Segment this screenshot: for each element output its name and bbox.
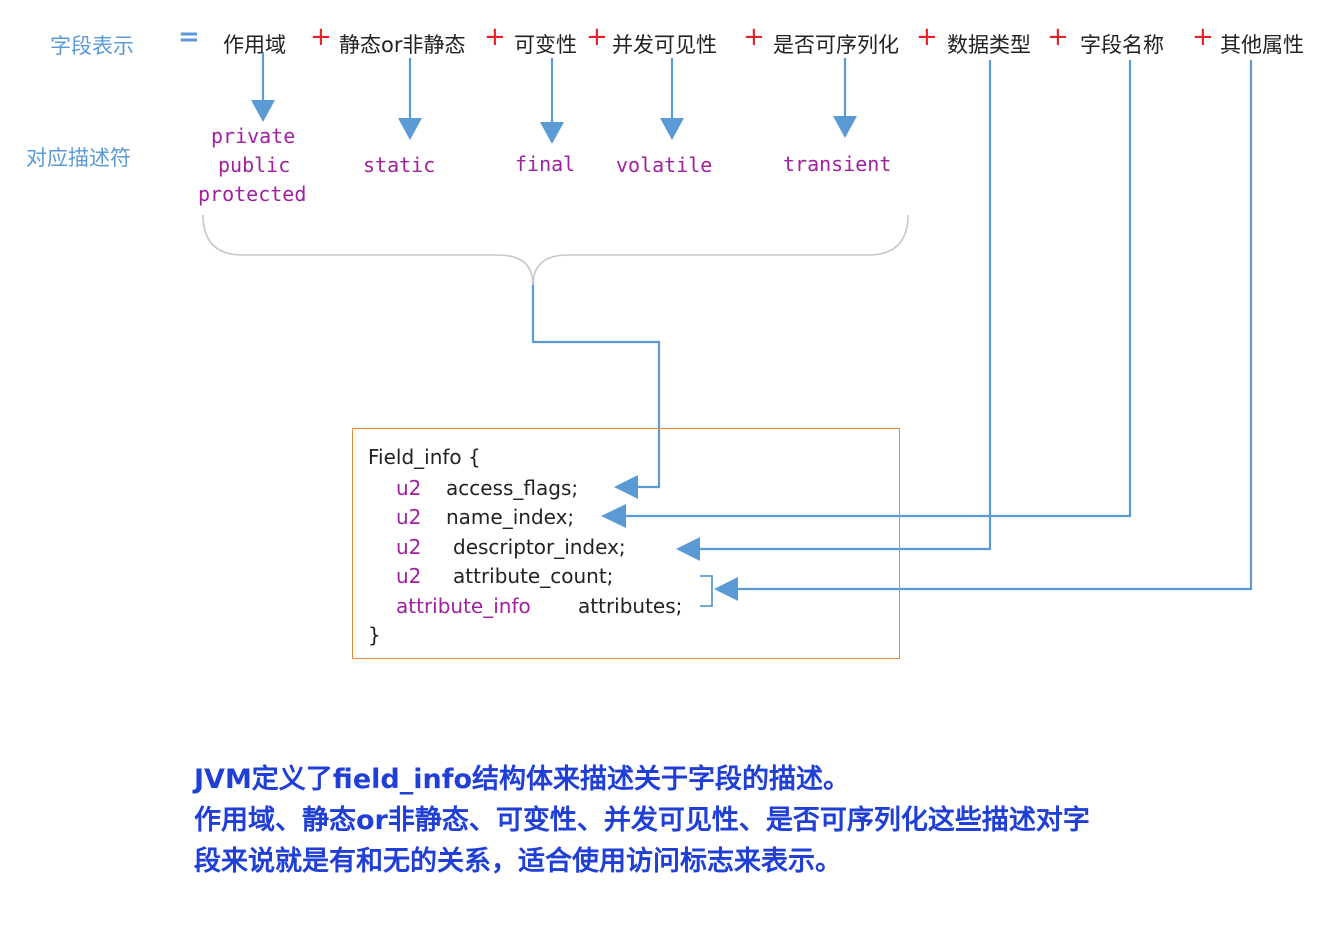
code-attribute-count: attribute_count; <box>453 564 614 588</box>
plus-4: + <box>743 22 765 52</box>
term-mutability: 可变性 <box>514 33 577 57</box>
modifier-brace <box>202 214 909 286</box>
field-info-box <box>352 428 900 659</box>
arrowhead-volatile <box>660 118 684 140</box>
plus-2: + <box>484 22 506 52</box>
term-scope: 作用域 <box>223 33 286 57</box>
code-type-attribute-count: u2 <box>396 564 422 588</box>
code-descriptor-index: descriptor_index; <box>453 535 626 559</box>
attribute-bracket <box>700 575 713 607</box>
note-line-3: 段来说就是有和无的关系，适合使用访问标志来表示。 <box>194 846 842 877</box>
arrow-descriptor <box>700 60 992 551</box>
plus-7: + <box>1192 22 1214 52</box>
code-type-descriptor-index: u2 <box>396 535 422 559</box>
modifier-volatile: volatile <box>616 153 713 177</box>
term-datatype: 数据类型 <box>947 33 1031 57</box>
equals-sign: = <box>178 22 200 52</box>
modifier-protected: protected <box>198 182 307 206</box>
term-serializable: 是否可序列化 <box>773 33 899 57</box>
code-type-attributes: attribute_info <box>396 594 531 618</box>
field-repr-label: 字段表示 <box>50 34 134 58</box>
modifier-static: static <box>363 153 436 177</box>
arrow-access-flags <box>531 278 661 489</box>
term-static: 静态or非静态 <box>339 33 466 57</box>
arrowhead-transient <box>833 116 857 138</box>
term-other: 其他属性 <box>1220 33 1304 57</box>
arrowhead-name-index <box>601 504 626 528</box>
modifier-private: private <box>211 124 296 148</box>
plus-1: + <box>310 22 332 52</box>
term-fieldname: 字段名称 <box>1080 33 1164 57</box>
code-type-name-index: u2 <box>396 505 422 529</box>
arrowhead-descriptor <box>676 537 700 561</box>
code-open: Field_info { <box>368 445 481 469</box>
plus-3: + <box>586 22 608 52</box>
modifier-transient: transient <box>783 152 892 176</box>
plus-5: + <box>916 22 938 52</box>
arrowhead-scope <box>251 100 275 122</box>
code-attributes: attributes; <box>578 594 683 618</box>
modifier-final: final <box>515 152 576 176</box>
modifier-public: public <box>218 153 291 177</box>
arrowhead-static <box>398 118 422 140</box>
code-name-index: name_index; <box>446 505 575 529</box>
code-type-access-flags: u2 <box>396 476 422 500</box>
arrowhead-access-flags <box>614 475 638 499</box>
arrow-name-index <box>626 60 1132 518</box>
arrowhead-attributes <box>714 577 738 601</box>
code-access-flags: access_flags; <box>446 476 579 500</box>
descriptor-row-label: 对应描述符 <box>26 146 131 170</box>
arrow-attributes <box>738 60 1253 591</box>
code-close: } <box>368 623 381 647</box>
plus-6: + <box>1047 22 1069 52</box>
note-line-1: JVM定义了field_info结构体来描述关于字段的描述。 <box>194 764 850 795</box>
note-line-2: 作用域、静态or非静态、可变性、并发可见性、是否可序列化这些描述对字 <box>194 805 1090 836</box>
term-visibility: 并发可见性 <box>612 33 717 57</box>
arrowhead-final <box>540 122 564 144</box>
